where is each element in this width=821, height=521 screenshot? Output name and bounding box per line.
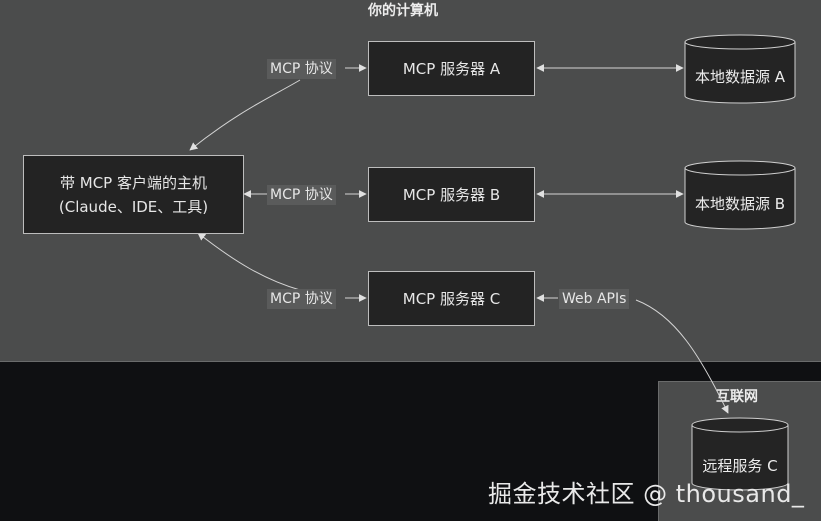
edge-host-server-c: [197, 232, 301, 291]
server-a-node: MCP 服务器 A: [368, 41, 535, 96]
edge-host-server-a: [189, 79, 301, 151]
datasource-b-label: 本地数据源 B: [694, 195, 786, 213]
datasource-a-label: 本地数据源 A: [694, 68, 786, 86]
server-c-node: MCP 服务器 C: [368, 271, 535, 326]
edge-label-protocol-a: MCP 协议: [267, 59, 336, 79]
local-computer-title: 你的计算机: [368, 3, 438, 19]
internet-title: 互联网: [716, 389, 758, 405]
datasource-a-cylinder: [684, 34, 796, 104]
host-label-line2: (Claude、IDE、工具): [58, 197, 209, 216]
server-b-node: MCP 服务器 B: [368, 167, 535, 222]
host-label-line1: 带 MCP 客户端的主机: [60, 173, 207, 192]
edge-webapis-remote: [635, 299, 729, 414]
edge-label-protocol-c: MCP 协议: [267, 289, 336, 309]
remote-service-label: 远程服务 C: [702, 457, 778, 475]
remote-service-cylinder: [691, 417, 789, 491]
edge-label-web-apis: Web APIs: [559, 289, 630, 309]
host-node: 带 MCP 客户端的主机 (Claude、IDE、工具): [23, 155, 244, 234]
watermark: 掘金技术社区 @ thousand_: [488, 480, 805, 508]
edge-label-protocol-b: MCP 协议: [267, 185, 336, 205]
datasource-b-cylinder: [684, 160, 796, 230]
